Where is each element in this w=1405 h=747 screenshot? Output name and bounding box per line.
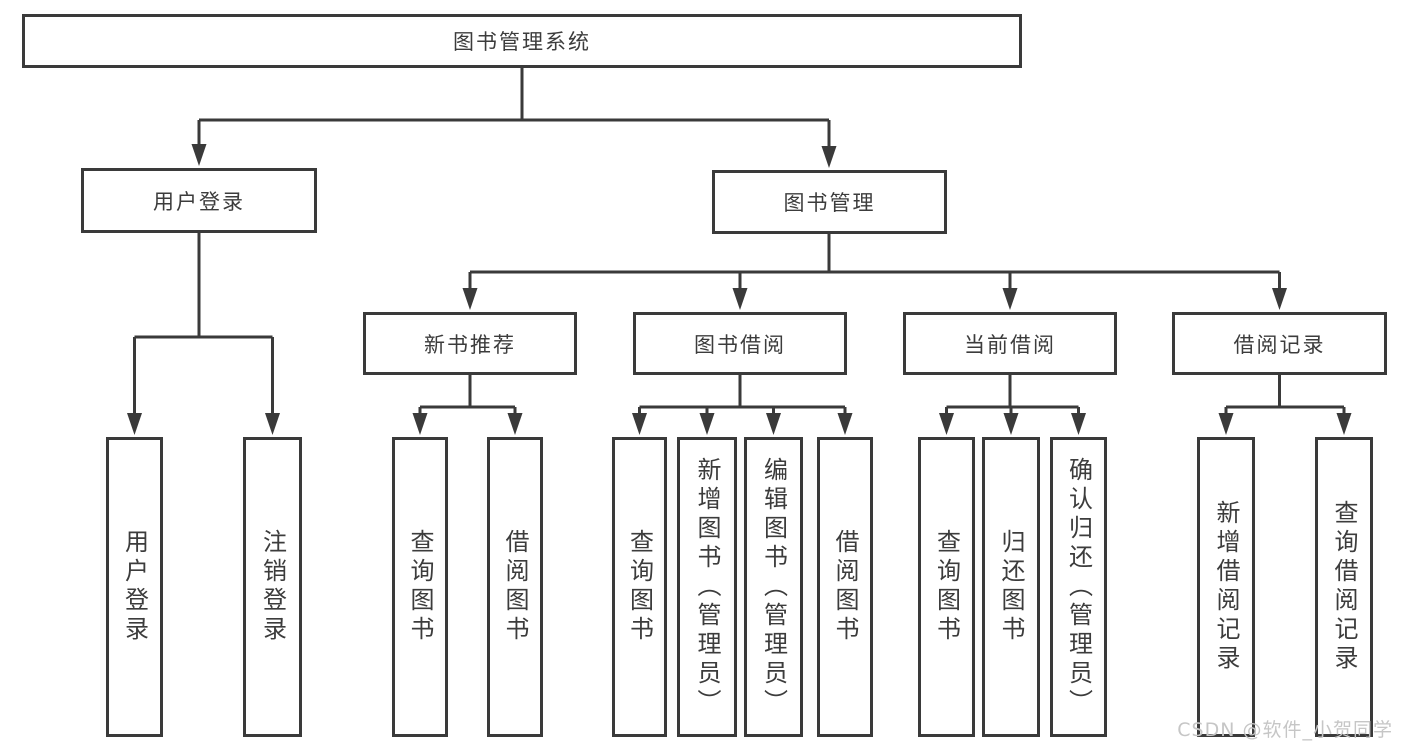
connector-bookmgmt-to-level3: [468, 234, 1281, 294]
leaf-user-login-label: 用户登录: [120, 529, 149, 645]
leaf-user-login: 用户登录: [106, 437, 163, 737]
leaf-current-query-books: 查询图书: [918, 437, 975, 737]
connector-root-to-level2: [197, 68, 831, 152]
connector-records-to-leaves: [1224, 375, 1346, 418]
leaf-current-return-books: 归还图书: [982, 437, 1040, 737]
node-root: 图书管理系统: [22, 14, 1022, 68]
leaf-current-confirm-return-label: 确认归还（管理员）: [1064, 456, 1093, 718]
leaf-current-query-books-label: 查询图书: [932, 529, 961, 645]
node-borrow-records: 借阅记录: [1172, 312, 1387, 375]
leaf-current-confirm-return: 确认归还（管理员）: [1050, 437, 1107, 737]
node-user-login: 用户登录: [81, 168, 317, 233]
leaf-borrow-query-books: 查询图书: [612, 437, 667, 737]
leaf-borrow-edit-books: 编辑图书（管理员）: [744, 437, 803, 737]
node-new-book-recommend-label: 新书推荐: [424, 332, 516, 357]
node-borrow-records-label: 借阅记录: [1233, 332, 1326, 357]
leaf-newrec-query-books: 查询图书: [392, 437, 448, 737]
node-book-management: 图书管理: [712, 170, 947, 234]
node-current-borrow-label: 当前借阅: [964, 332, 1056, 357]
connector-userlogin-to-leaves: [133, 233, 274, 418]
leaf-borrow-borrow-books: 借阅图书: [817, 437, 873, 737]
leaf-records-query-record: 查询借阅记录: [1315, 437, 1373, 737]
leaf-borrow-query-books-label: 查询图书: [625, 529, 654, 645]
leaf-logout: 注销登录: [243, 437, 302, 737]
leaf-newrec-borrow-books: 借阅图书: [487, 437, 543, 737]
node-book-borrow-label: 图书借阅: [694, 332, 786, 357]
leaf-newrec-borrow-books-label: 借阅图书: [501, 529, 529, 645]
csdn-watermark: CSDN @软件_小贺同学: [1177, 719, 1393, 741]
node-new-book-recommend: 新书推荐: [363, 312, 577, 375]
arrow-down-icons: [127, 144, 1352, 435]
leaf-borrow-borrow-books-label: 借阅图书: [831, 529, 859, 645]
node-book-management-label: 图书管理: [783, 191, 876, 215]
node-root-label: 图书管理系统: [453, 30, 591, 54]
node-book-borrow: 图书借阅: [633, 312, 847, 375]
node-user-login-label: 用户登录: [153, 189, 245, 214]
leaf-current-return-books-label: 归还图书: [997, 529, 1025, 645]
connector-newrec-to-leaves: [418, 375, 517, 418]
leaf-records-query-record-label: 查询借阅记录: [1330, 500, 1358, 674]
connector-current-to-leaves: [945, 375, 1080, 418]
leaf-logout-label: 注销登录: [258, 529, 287, 645]
node-current-borrow: 当前借阅: [903, 312, 1117, 375]
leaf-newrec-query-books-label: 查询图书: [406, 529, 434, 645]
leaf-borrow-add-books-label: 新增图书（管理员）: [693, 456, 721, 718]
connector-borrow-to-leaves: [638, 375, 847, 418]
leaf-borrow-add-books: 新增图书（管理员）: [677, 437, 737, 737]
leaf-borrow-edit-books-label: 编辑图书（管理员）: [759, 456, 788, 718]
leaf-records-add-record-label: 新增借阅记录: [1212, 500, 1240, 674]
leaf-records-add-record: 新增借阅记录: [1197, 437, 1255, 737]
